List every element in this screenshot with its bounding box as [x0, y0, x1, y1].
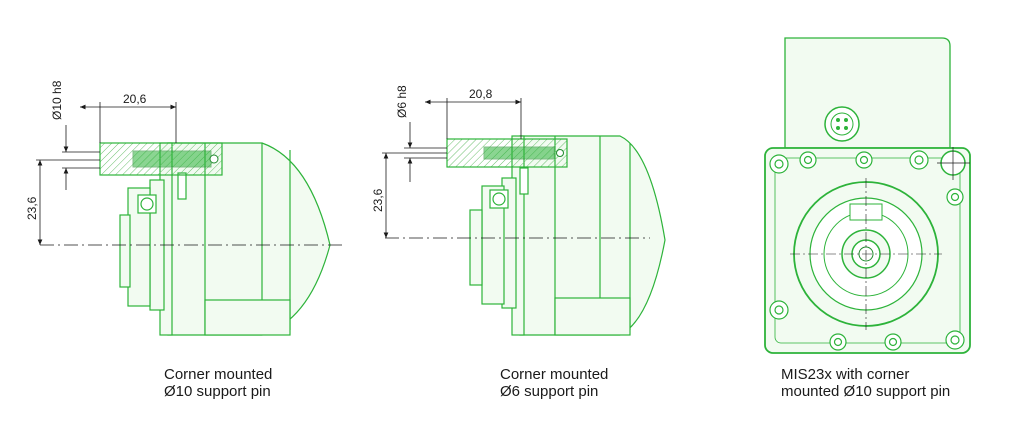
figure-1-side-view: 20,6 Ø10 h8 23,6	[25, 80, 345, 336]
caption-line: mounted Ø10 support pin	[781, 383, 951, 400]
fig2-height-dim: 23,6	[371, 188, 385, 212]
fig1-height-dim: 23,6	[25, 196, 39, 220]
figure-1-caption: Corner mounted Ø10 support pin	[164, 366, 272, 400]
caption-line: Corner mounted	[164, 366, 273, 383]
figure-3-front-view	[764, 37, 971, 354]
fig1-diameter-dim: Ø10 h8	[50, 80, 64, 120]
fig2-diameter-dim: Ø6 h8	[395, 85, 409, 118]
connector-icon	[824, 106, 860, 142]
figure-2-side-view: 20,8 Ø6 h8 23,6	[371, 85, 666, 336]
fig1-length-dim: 20,6	[123, 92, 147, 106]
caption-line: MIS23x with corner	[781, 366, 910, 383]
figure-2-caption: Corner mounted Ø6 support pin	[500, 366, 608, 400]
caption-line: Ø6 support pin	[500, 383, 599, 400]
figure-3-caption: MIS23x with corner mounted Ø10 support p…	[781, 366, 950, 400]
caption-line: Corner mounted	[500, 366, 609, 383]
fig2-length-dim: 20,8	[469, 87, 493, 101]
caption-line: Ø10 support pin	[164, 383, 271, 400]
